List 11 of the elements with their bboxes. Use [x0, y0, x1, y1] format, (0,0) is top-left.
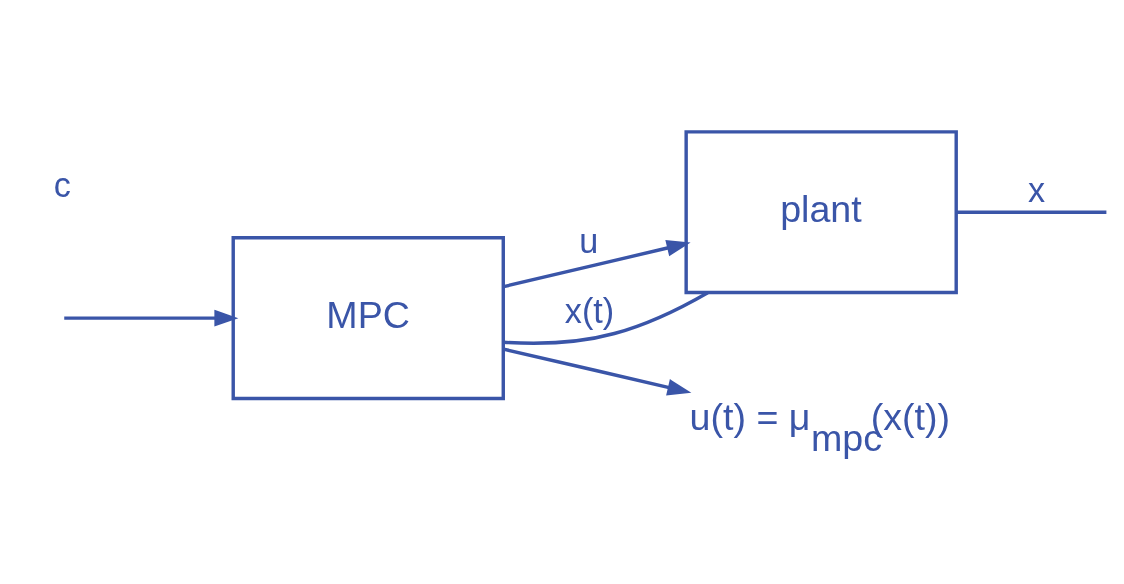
edge-label: x(t)	[564, 291, 615, 330]
edge-label: x	[1027, 170, 1046, 209]
edge-label: u	[579, 221, 599, 260]
arrow	[503, 346, 692, 395]
node-box: MPC	[231, 235, 505, 400]
connector	[956, 209, 1107, 214]
node-box: plant	[684, 129, 958, 294]
connector	[503, 290, 709, 345]
arrow	[64, 309, 239, 327]
arrow	[503, 239, 691, 288]
label: c	[53, 165, 71, 204]
